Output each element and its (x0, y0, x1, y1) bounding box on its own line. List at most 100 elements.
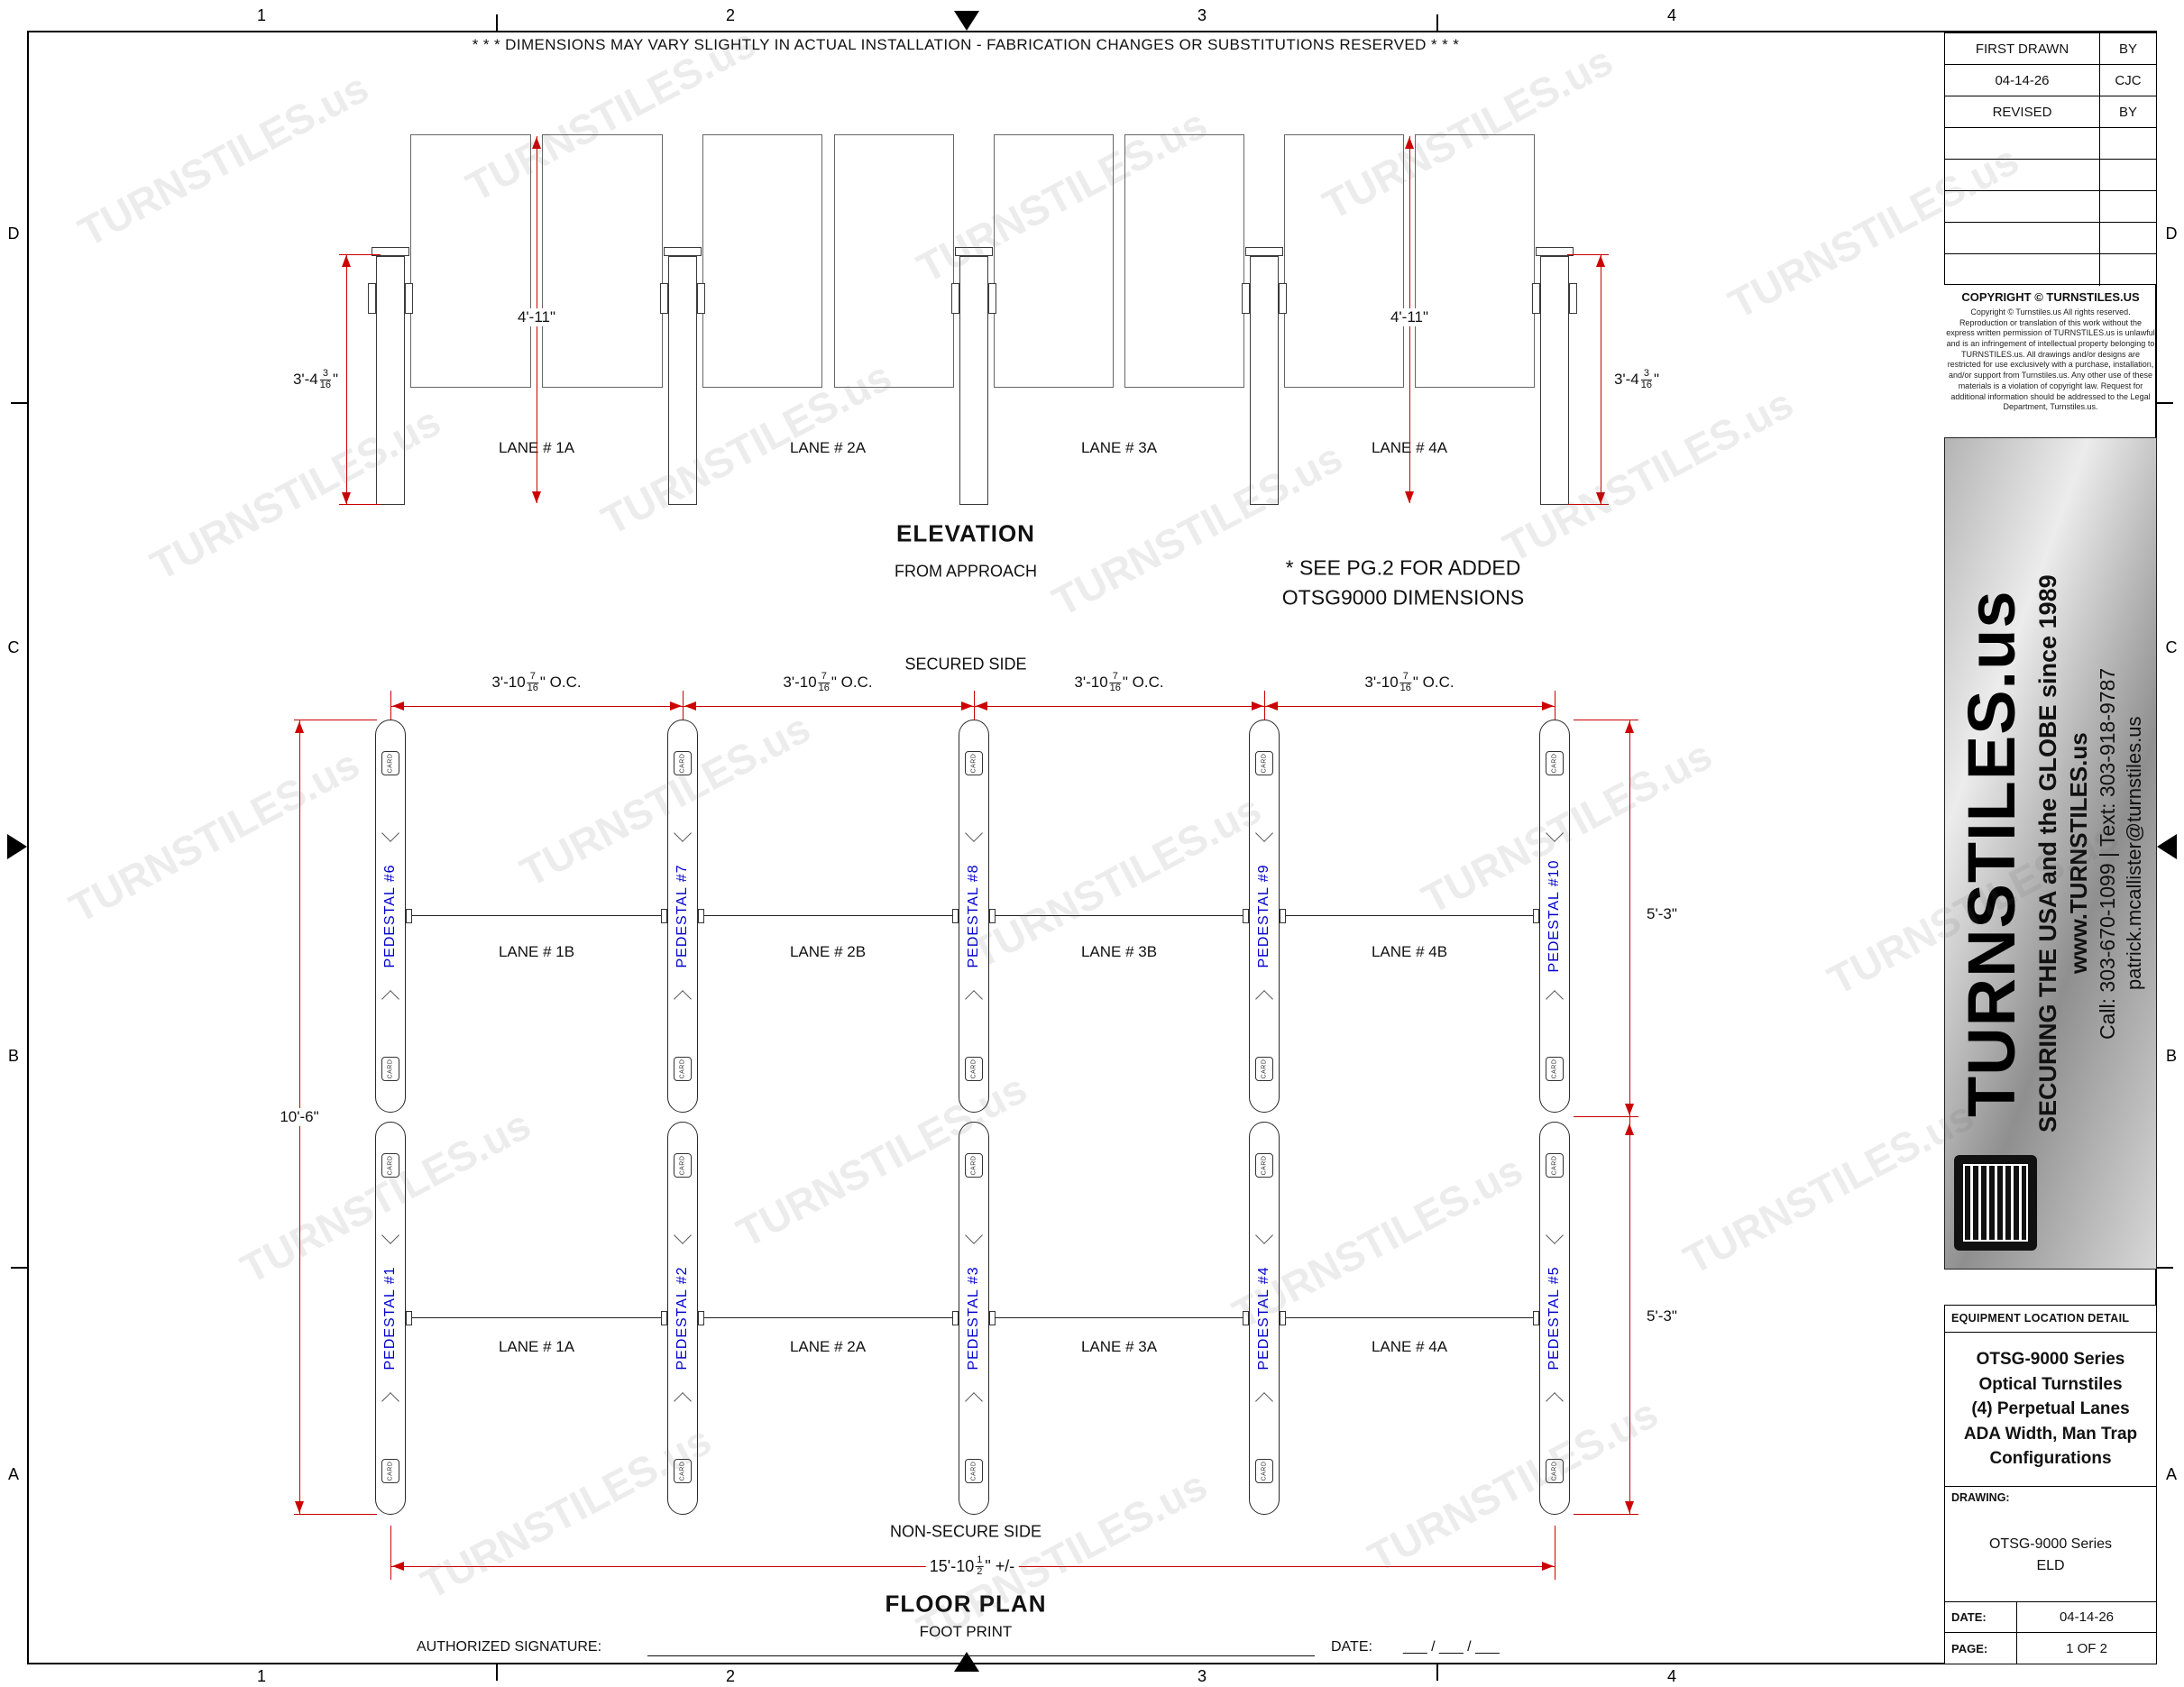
card-reader: CARD (1546, 1459, 1564, 1483)
elevation-subtitle: FROM APPROACH (894, 562, 1038, 581)
pedestal-post (376, 256, 405, 505)
title-block-cell (2100, 223, 2156, 253)
elevation-title: ELEVATION (896, 519, 1035, 547)
lane-label: LANE # 2B (789, 943, 867, 960)
pedestal: CARD PEDESTAL #1 CARD (375, 1122, 406, 1515)
card-reader: CARD (381, 751, 399, 775)
pedestal-post (668, 256, 697, 505)
chevron-up-icon (965, 1392, 983, 1410)
arrowhead (1542, 701, 1554, 711)
pedestal-label: PEDESTAL #9 (1256, 864, 1271, 968)
page-row-value: 1 OF 2 (2066, 1640, 2107, 1656)
equipment-description-line: Configurations (1989, 1449, 2112, 1469)
lane-label: LANE # 2A (789, 1338, 867, 1355)
dimension-label: 4'-11" (1386, 308, 1433, 326)
zone-col-label: 3 (1197, 1667, 1207, 1685)
zone-row-label: D (2165, 225, 2178, 243)
lane-line (1280, 915, 1539, 916)
chevron-down-icon (1546, 1226, 1564, 1244)
card-reader: CARD (1546, 1057, 1564, 1081)
equipment-description: OTSG-9000 Series Optical Turnstiles (4) … (1945, 1333, 2156, 1487)
chevron-down-icon (381, 824, 399, 842)
center-marker-icon (7, 834, 27, 859)
turnstile-glyph-icon (1963, 1164, 2028, 1242)
date-row-value: 04-14-26 (2059, 1609, 2115, 1626)
post-cap (1536, 247, 1574, 256)
chevron-down-icon (381, 1226, 399, 1244)
chevron-up-icon (381, 1392, 399, 1410)
title-block-cell (1945, 223, 2100, 253)
brand-phone: Call: 303-670-1099 | Text: 303-918-9787 (2096, 667, 2119, 1040)
title-block-cell: CJC (2115, 72, 2142, 88)
border-tick (496, 14, 498, 31)
barrier-tab (1280, 1311, 1286, 1325)
barrier-tab (1533, 909, 1539, 923)
border-tick (2157, 402, 2173, 404)
lane-line (406, 1317, 667, 1318)
arrowhead (295, 1501, 304, 1513)
card-reader: CARD (965, 1459, 983, 1483)
title-block-row (1945, 128, 2156, 160)
title-block-cell (2100, 128, 2156, 159)
card-reader: CARD (381, 1057, 399, 1081)
ext-line (974, 691, 975, 723)
reader-tab (368, 283, 376, 314)
signature-line[interactable] (647, 1655, 1315, 1656)
brand-website[interactable]: www.TURNSTILES.us (2065, 732, 2092, 975)
copyright-block: COPYRIGHT © TURNSTILES.US Copyright © Tu… (1946, 290, 2155, 413)
pedestal: CARD PEDESTAL #2 CARD (667, 1122, 698, 1515)
border-tick (1436, 1664, 1438, 1681)
equipment-header: EQUIPMENT LOCATION DETAIL (1945, 1306, 2156, 1333)
pedestal: CARD PEDESTAL #9 CARD (1249, 720, 1280, 1113)
barrier-tab (406, 909, 412, 923)
card-reader: CARD (965, 1057, 983, 1081)
arrowhead (1596, 255, 1605, 267)
chevron-up-icon (674, 990, 692, 1008)
lane-label: LANE # 1B (498, 943, 575, 960)
brand-email[interactable]: patrick.mcallister@turnstiles.us (2123, 716, 2145, 991)
chevron-up-icon (381, 990, 399, 1008)
copyright-body: Copyright © Turnstiles.us All rights res… (1946, 307, 2155, 412)
chevron-down-icon (965, 824, 983, 842)
lane-label: LANE # 3B (1080, 943, 1158, 960)
ext-line (339, 504, 381, 505)
pedestal-post (1250, 256, 1279, 505)
title-block-cell: BY (2118, 104, 2137, 120)
drawing-label: DRAWING: (1951, 1491, 2010, 1505)
equipment-description-line: Optical Turnstiles (1978, 1374, 2123, 1394)
arrowhead (1266, 701, 1278, 711)
lane-label: LANE # 4B (1371, 943, 1448, 960)
floor-plan-subtitle: FOOT PRINT (919, 1623, 1013, 1640)
reader-tab (1242, 283, 1250, 314)
pedestal: CARD PEDESTAL #6 CARD (375, 720, 406, 1113)
arrowhead (532, 491, 541, 503)
reader-tab (951, 283, 959, 314)
barrier-tab (1533, 1311, 1539, 1325)
title-block-cell (1945, 160, 2100, 190)
border-tick (11, 1267, 27, 1269)
zone-col-label: 2 (725, 6, 735, 24)
border-tick (11, 402, 27, 404)
barrier-tab (661, 1311, 667, 1325)
lane-label: LANE # 2A (789, 439, 867, 456)
arrowhead (976, 701, 987, 711)
barrier-tab (1243, 1311, 1249, 1325)
brand-banner: TURNSTILES.us SECURING THE USA and the G… (1944, 437, 2157, 1270)
title-block-row (1945, 223, 2156, 254)
lane-line (406, 915, 667, 916)
title-block-cell: REVISED (1945, 96, 2100, 127)
date-label: DATE: (1331, 1639, 1372, 1655)
border-tick (2157, 1267, 2173, 1269)
post-cap (664, 247, 702, 256)
chevron-up-icon (1255, 990, 1273, 1008)
date-blanks[interactable]: ___ / ___ / ___ (1403, 1639, 1500, 1655)
chevron-up-icon (1546, 990, 1564, 1008)
lane-label: LANE # 1A (498, 1338, 575, 1355)
post-cap (955, 247, 993, 256)
drawing-name-line: ELD (2036, 1558, 2065, 1574)
